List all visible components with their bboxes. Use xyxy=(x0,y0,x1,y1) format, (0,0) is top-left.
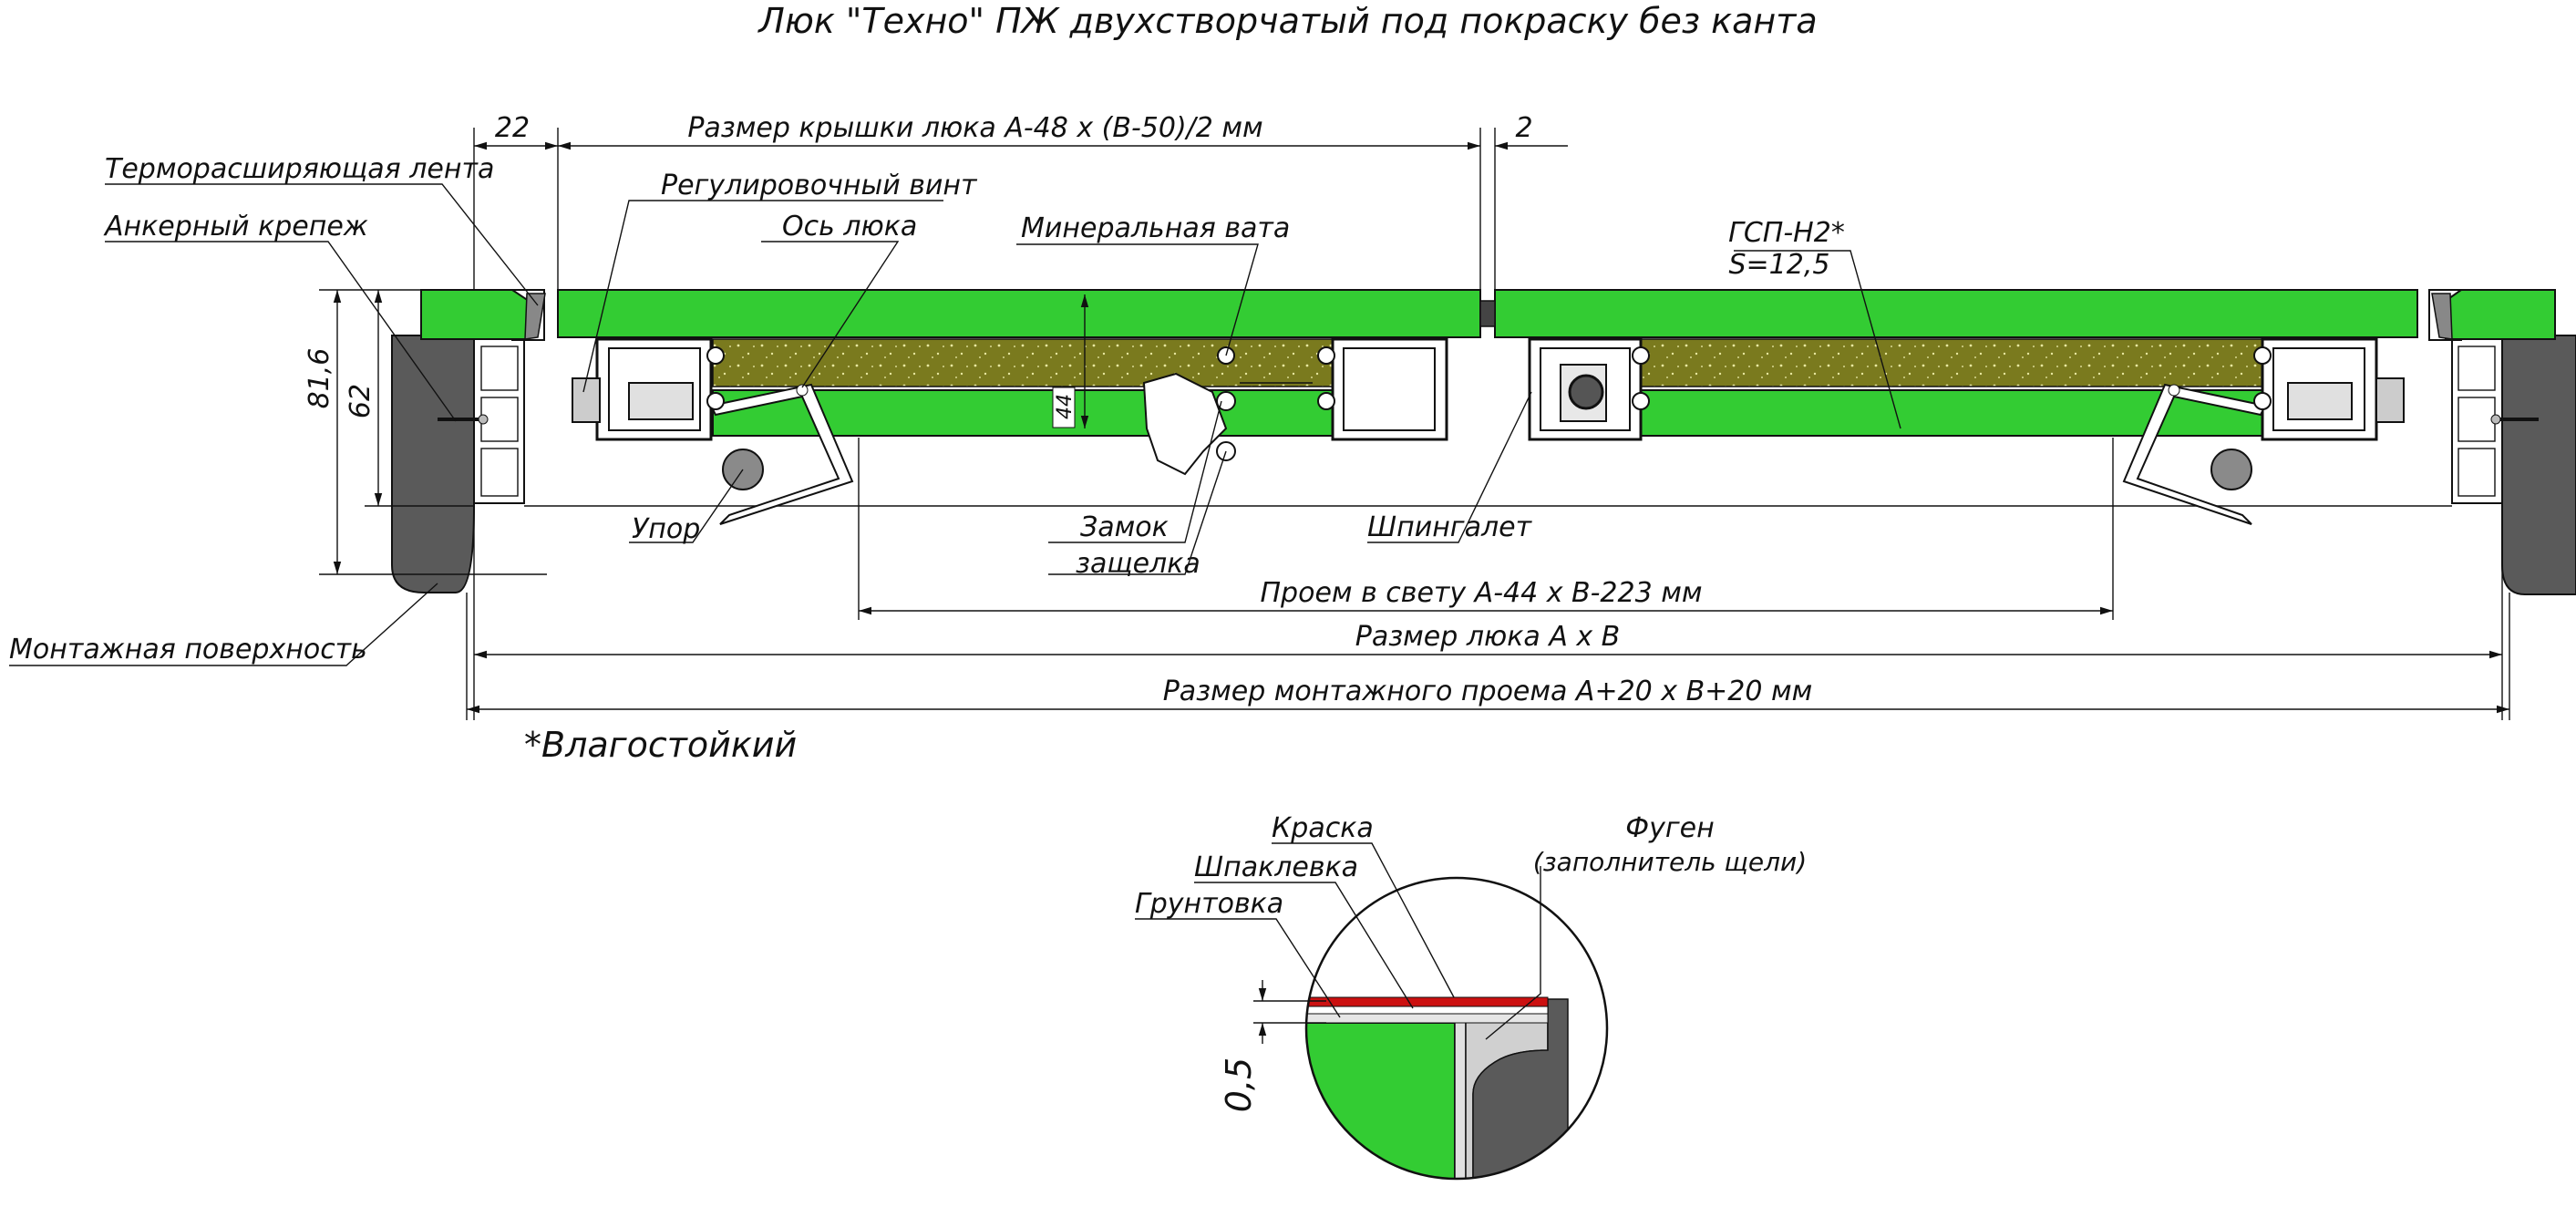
wall-right xyxy=(2501,335,2576,595)
leaf-left xyxy=(557,289,1481,525)
dim-62: 62 xyxy=(345,384,376,418)
leader-lines xyxy=(9,183,1901,666)
dim-mount-opening: Размер монтажного проема А+20 х В+20 мм xyxy=(1163,676,1813,707)
dim-hatch-size: Размер люка А х В xyxy=(1355,621,1621,653)
label-anchor: Анкерный крепеж xyxy=(103,211,368,242)
dim-81-6: 81,6 xyxy=(304,348,335,409)
detail-view xyxy=(1135,842,1609,1181)
label-adjust-screw: Регулировочный винт xyxy=(661,170,978,201)
label-mount-surface: Монтажная поверхность xyxy=(9,634,367,665)
leaf-right xyxy=(1494,289,2418,525)
frame-board-right xyxy=(2445,289,2556,340)
wall-left xyxy=(391,335,475,593)
dim-44: 44 xyxy=(1054,394,1077,419)
label-hatch-axis: Ось люка xyxy=(782,211,917,242)
leaf-gap-seal xyxy=(1479,300,1496,327)
anchor-right xyxy=(2490,414,2539,425)
detail-primer: Грунтовка xyxy=(1135,888,1283,920)
thermo-tape-right xyxy=(2431,293,2453,340)
label-gsp-2: S=12,5 xyxy=(1729,249,1830,281)
dim-cover-size: Размер крышки люка А-48 х (В-50)/2 мм xyxy=(687,112,1262,144)
stop-right xyxy=(2210,449,2252,490)
dim-clear-opening: Проем в свету А-44 х В-223 мм xyxy=(1260,577,1702,609)
frame-board-left xyxy=(420,289,530,340)
drawing-title: Люк "Техно" ПЖ двухстворчатый под покрас… xyxy=(757,1,1817,41)
label-moisture-note: *Влагостойкий xyxy=(524,725,797,765)
anchor-left xyxy=(438,414,489,425)
detail-paint: Краска xyxy=(1272,812,1374,844)
detail-putty: Шпаклевка xyxy=(1194,851,1358,883)
detail-dim-0-5: 0,5 xyxy=(1219,1057,1259,1112)
detail-fugen-1: Фуген xyxy=(1625,812,1714,844)
label-lock-2: защелка xyxy=(1076,548,1200,580)
label-gsp-1: ГСП-Н2* xyxy=(1728,217,1845,249)
label-stop: Упор xyxy=(632,513,700,545)
label-mineral-wool: Минеральная вата xyxy=(1021,212,1290,244)
dim-2: 2 xyxy=(1515,112,1532,144)
thermo-tape-left xyxy=(524,293,546,340)
label-bolt: Шпингалет xyxy=(1367,511,1533,543)
dimension-lines xyxy=(319,128,2510,720)
label-lock-1: Замок xyxy=(1080,511,1169,543)
dim-22: 22 xyxy=(495,112,530,144)
detail-fugen-2: (заполнитель щели) xyxy=(1533,847,1807,877)
label-thermo-tape: Терморасширяющая лента xyxy=(105,153,494,185)
